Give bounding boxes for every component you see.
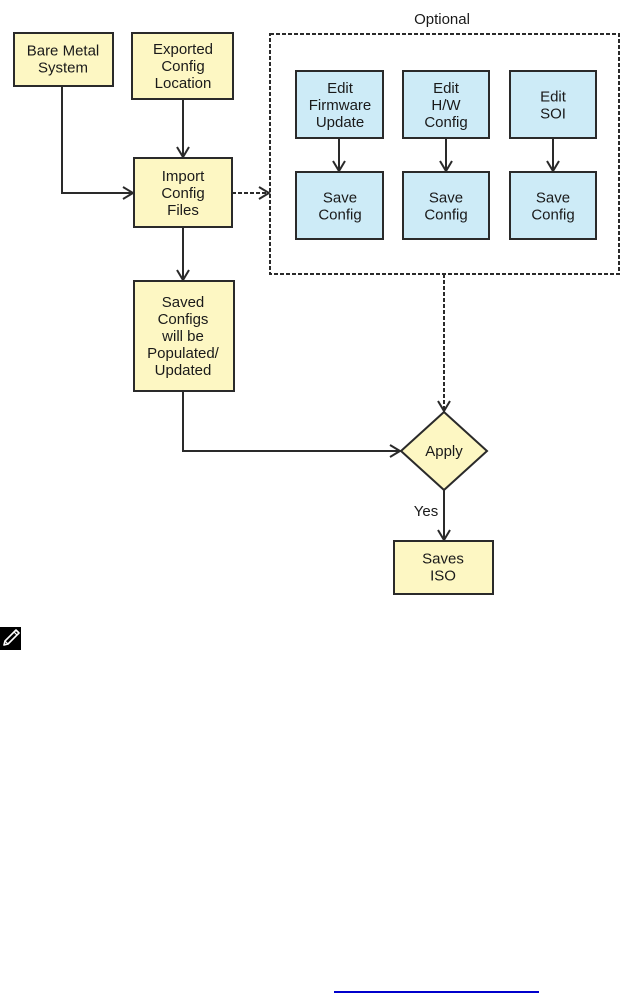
node-text-line: System <box>38 60 88 77</box>
node-text-line: Configs <box>158 311 209 328</box>
node-text-line: SOI <box>540 106 566 123</box>
node-text-line: Bare Metal <box>27 43 100 60</box>
document-link[interactable] <box>334 978 539 993</box>
node-text-line: Updated <box>155 362 212 379</box>
node-text-line: Files <box>167 202 199 219</box>
edge-bare-metal-to-import <box>61 86 135 200</box>
document-link-underline <box>334 991 539 993</box>
optional-group-label: Optional <box>414 11 470 28</box>
edge-label-yes: Yes <box>414 503 438 520</box>
node-text-line: Config <box>424 207 467 224</box>
node-text-line: H/W <box>431 97 461 114</box>
pencil-note-icon <box>0 627 21 650</box>
node-text-line: Edit <box>540 89 567 106</box>
edge-saved-configs-to-apply <box>182 391 402 458</box>
node-text-line: Exported <box>153 41 213 58</box>
node-text-line: Save <box>429 190 463 207</box>
node-text-line: Config <box>531 207 574 224</box>
node-text-line: Populated/ <box>147 345 220 362</box>
node-apply-decision: Apply <box>399 410 489 492</box>
node-apply-decision-text: Apply <box>425 443 463 460</box>
node-text-line: Config <box>161 185 204 202</box>
node-text-line: will be <box>161 328 204 345</box>
node-text-line: Import <box>162 168 205 185</box>
node-text-line: Update <box>316 114 364 131</box>
node-text-line: Save <box>536 190 570 207</box>
node-text-line: Config <box>318 207 361 224</box>
node-text-line: Config <box>424 114 467 131</box>
node-text-line: Edit <box>327 80 354 97</box>
node-text-line: ISO <box>430 568 456 585</box>
node-text-line: Apply <box>425 443 463 460</box>
node-text-line: Firmware <box>309 97 372 114</box>
node-text-line: Saves <box>422 551 464 568</box>
node-text-line: Save <box>323 190 357 207</box>
node-text-line: Saved <box>162 294 205 311</box>
node-text-line: Edit <box>433 80 460 97</box>
node-text-line: Location <box>155 75 212 92</box>
node-text-line: Config <box>161 58 204 75</box>
